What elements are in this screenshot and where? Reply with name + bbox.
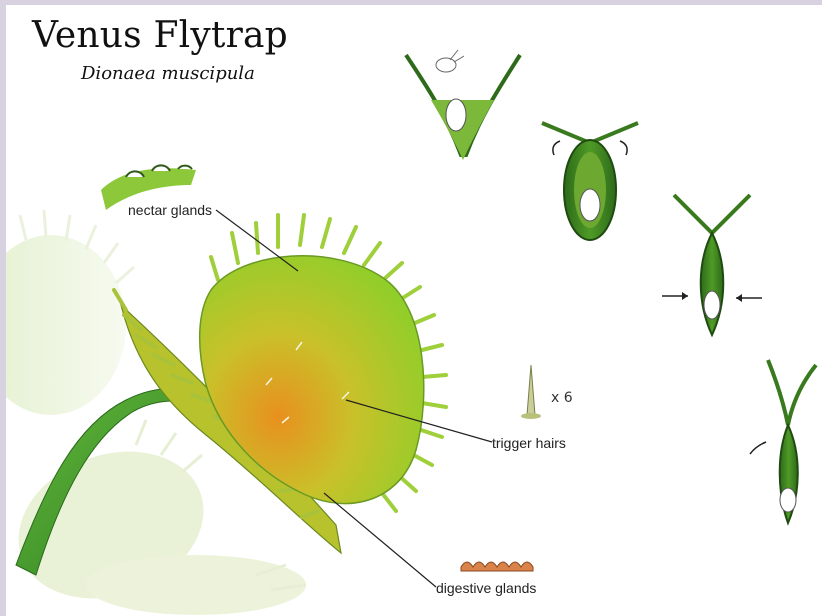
diagram-canvas: Venus Flytrap Dionaea muscipula nectar g… (6, 5, 822, 616)
flytrap-illustration (6, 5, 822, 616)
trap-stage-1 (406, 50, 520, 160)
trigger-hair-count: x 6 (551, 390, 573, 406)
trigger-hair-icon (521, 365, 541, 419)
trap-stage-2 (542, 123, 638, 240)
label-digestive-glands: digestive glands (436, 580, 536, 596)
digestive-glands-icon (461, 562, 533, 571)
trap-stage-3 (662, 195, 762, 335)
main-lobe (200, 256, 424, 504)
trap-stage-4 (750, 360, 816, 523)
scientific-name: Dionaea muscipula (81, 63, 255, 84)
label-trigger-hairs: trigger hairs (492, 435, 566, 451)
label-nectar-glands: nectar glands (128, 202, 212, 218)
page-title: Venus Flytrap (32, 15, 288, 56)
